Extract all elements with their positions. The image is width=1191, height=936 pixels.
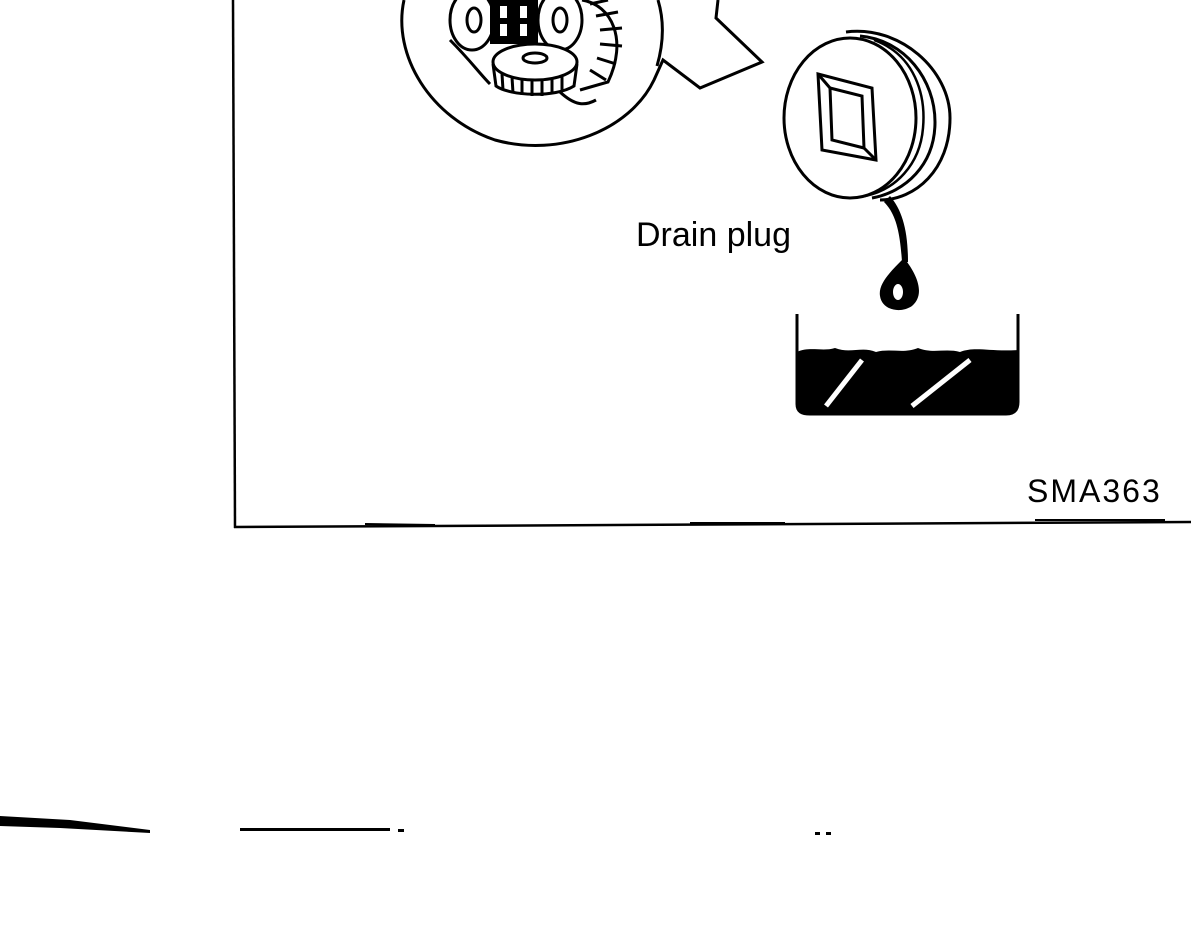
drain-plug-label: Drain plug <box>636 216 791 254</box>
oil-container-icon <box>795 314 1020 416</box>
differential-callout <box>400 0 765 147</box>
figure-frame <box>231 0 1191 529</box>
callout-bubble <box>400 0 765 147</box>
figure-code-label: SMA363 <box>1027 473 1162 509</box>
scan-smudge-marks <box>0 816 831 835</box>
frame-scan-artifacts <box>364 519 1165 526</box>
differential-gears-icon <box>448 0 623 106</box>
oil-drop-icon <box>879 196 919 311</box>
drain-plug-icon <box>782 29 952 202</box>
